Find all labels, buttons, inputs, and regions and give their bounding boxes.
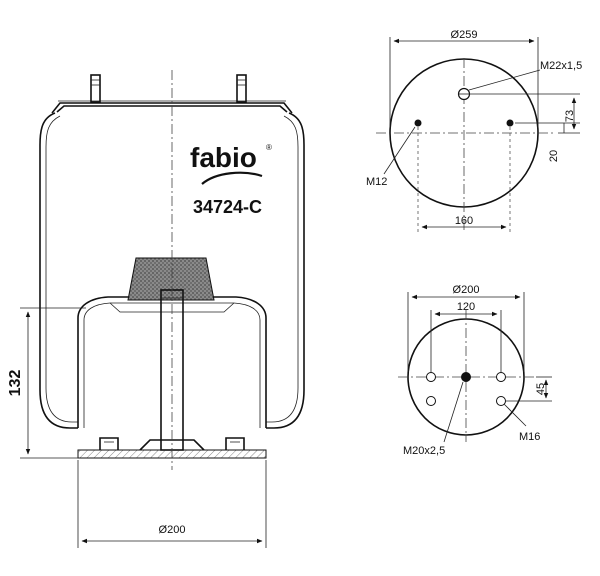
bottom-offset-label: 45 [535, 383, 547, 395]
bottom-hole-label: M16 [519, 431, 540, 443]
base-diameter-label: Ø200 [159, 524, 186, 536]
brand-logo: fabio [190, 142, 257, 173]
bump-stop [127, 257, 215, 301]
height-dimension [20, 307, 86, 459]
top-thread-label: M22x1,5 [540, 60, 582, 72]
bottom-hole-tl [426, 372, 436, 382]
top-plate-view: Ø259 M22x1,5 73 20 M12 160 [366, 29, 582, 232]
top-stud-spacing-label: 160 [455, 215, 473, 227]
bottom-diameter-label: Ø200 [453, 284, 480, 296]
bottom-hole-bl [426, 396, 436, 406]
top-diameter-label: Ø259 [451, 29, 478, 41]
top-offset-20-label: 20 [548, 150, 560, 162]
height-label: 132 [7, 370, 24, 397]
registered-mark: ® [266, 143, 272, 152]
bottom-spacing-label: 120 [457, 301, 475, 313]
bottom-hole-br [496, 396, 506, 406]
bottom-center-thread-label: M20x2,5 [403, 445, 445, 457]
side-view: 132 Ø200 fabio ® 34724-C [7, 70, 305, 548]
top-studs [90, 74, 247, 103]
top-stud-hole-right [506, 119, 514, 127]
base-diameter-dimension [77, 460, 267, 548]
brand-swoosh [201, 171, 263, 185]
bellow [39, 112, 305, 429]
model-number: 34724-C [193, 197, 262, 217]
top-stud-label: M12 [366, 176, 387, 188]
bottom-center-hole [461, 372, 471, 382]
top-stud-hole-left [414, 119, 422, 127]
bottom-hole-tr [496, 372, 506, 382]
bottom-plate-view: Ø200 120 45 M20x2,5 M16 [398, 284, 552, 457]
top-offset-73-label: 73 [564, 110, 576, 122]
